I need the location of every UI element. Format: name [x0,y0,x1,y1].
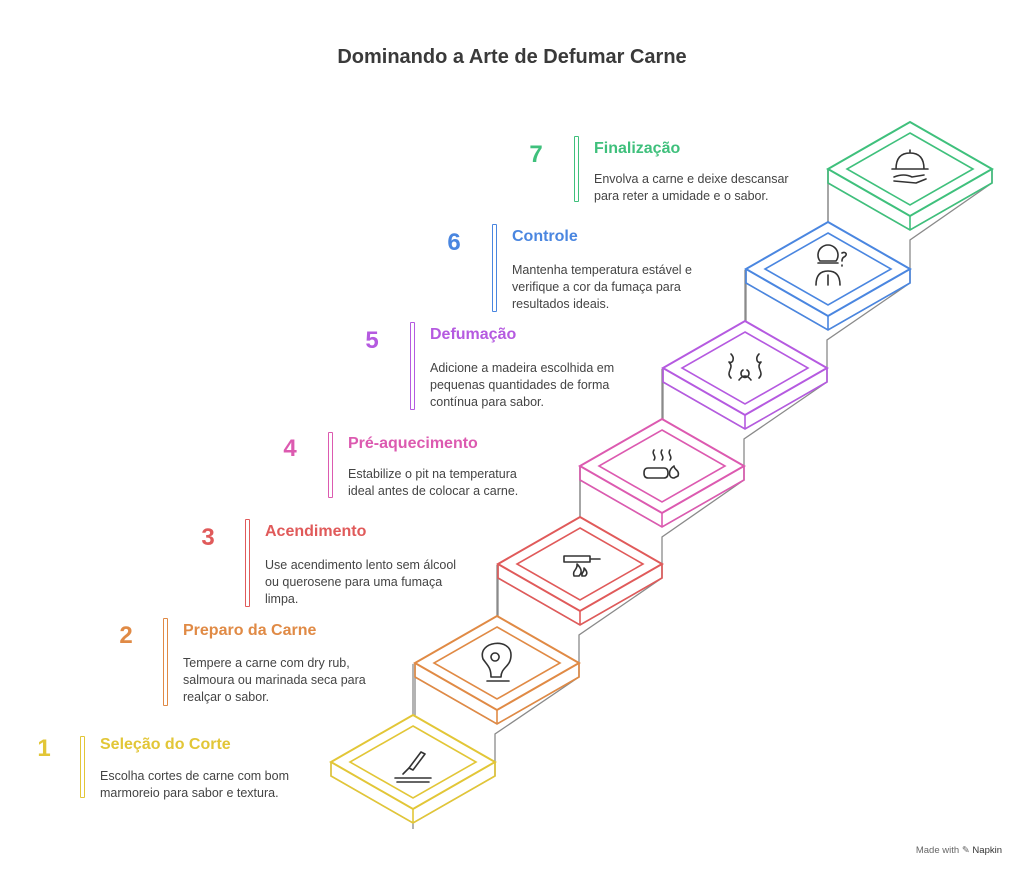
knife-on-grill-icon [394,751,432,783]
step-title: Finalização [594,140,681,157]
page-title: Dominando a Arte de Defumar Carne [337,46,687,68]
smoke-icon [728,353,762,381]
pitmaster-icon [815,244,847,286]
step-bar [245,519,250,607]
step-description: Adicione a madeira escolhida em pequenas… [430,361,615,409]
step-tile-5 [660,319,830,430]
step-number: 4 [283,435,297,462]
step-title: Controle [512,228,578,245]
step-title: Acendimento [265,523,367,540]
step-tile-3 [495,515,665,626]
step-title: Pré-aquecimento [348,435,478,452]
step-tile-6 [743,220,913,331]
step-description: Envolva a carne e deixe descansar para r… [594,172,789,203]
step-tile-1 [328,713,498,824]
step-title: Preparo da Carne [183,622,317,639]
step-description: Use acendimento lento sem álcool ou quer… [265,558,457,606]
step-number: 7 [529,141,543,168]
step-bar [410,322,415,410]
step-title: Defumação [430,326,517,343]
step-tile-7 [825,120,995,231]
step-description: Mantenha temperatura estável e verifique… [512,263,692,311]
step-bar [80,736,85,798]
step-number: 1 [37,735,51,762]
step-bar [574,136,579,202]
step-number: 3 [201,524,215,551]
step-bar [328,432,333,498]
step-tile-4 [577,417,747,528]
footer: Made with ✎ Napkin [916,845,1002,856]
step-number: 2 [119,622,133,649]
heating-pit-icon [643,449,680,479]
step-description: Tempere a carne com dry rub, salmoura ou… [183,656,366,704]
step-title: Seleção do Corte [100,736,231,753]
napkin-logo-icon: ✎ [961,845,970,856]
serving-cloche-icon [891,149,929,184]
step-tile-2 [412,614,582,725]
pan-on-fire-icon [563,555,601,577]
seasoning-meat-icon [481,642,512,682]
step-number: 5 [365,327,379,354]
step-number: 6 [447,229,461,256]
footer-brand: Napkin [972,845,1002,856]
step-description: Escolha cortes de carne com bom marmorei… [100,769,289,800]
step-bar [492,224,497,312]
step-bar [163,618,168,706]
step-description: Estabilize o pit na temperatura ideal an… [348,467,519,498]
footer-prefix: Made with [915,845,960,856]
